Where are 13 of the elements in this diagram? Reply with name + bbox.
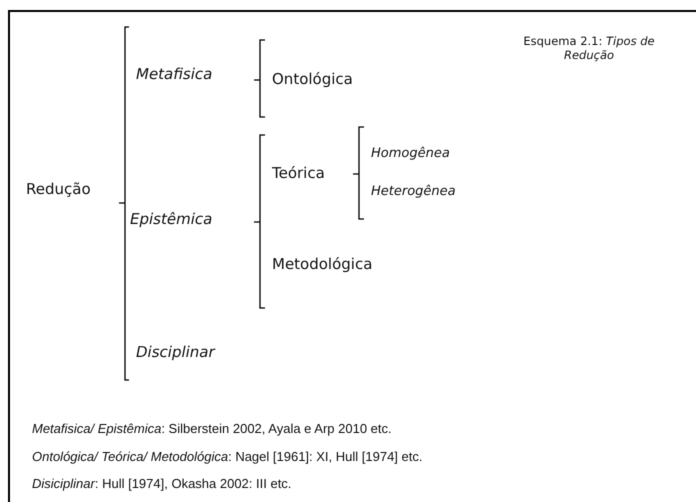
category-label: Teórica	[272, 164, 325, 182]
category-label: Metodológica	[272, 255, 372, 273]
reference-note: Disiciplinar: Hull [1974], Okasha 2002: III etc.	[32, 476, 292, 492]
category-label: Heterogênea	[371, 184, 456, 200]
category-label: Epistêmica	[130, 210, 212, 228]
category-label: Homogênea	[371, 146, 450, 162]
category-label: Ontológica	[272, 70, 353, 88]
reference-note: Metafisica/ Epistêmica: Silberstein 2002, Ayala e Arp 2010 etc.	[32, 421, 392, 437]
reference-note: Ontológica/ Teórica/ Metodológica: Nagel [1961]: XI, Hull [1974] etc.	[32, 449, 422, 465]
category-label: Disciplinar	[136, 343, 215, 361]
diagram-title: Esquema 2.1: Tipos de Redução	[522, 35, 656, 63]
category-label: Metafisica	[136, 65, 212, 83]
root-label: Redução	[26, 180, 91, 198]
